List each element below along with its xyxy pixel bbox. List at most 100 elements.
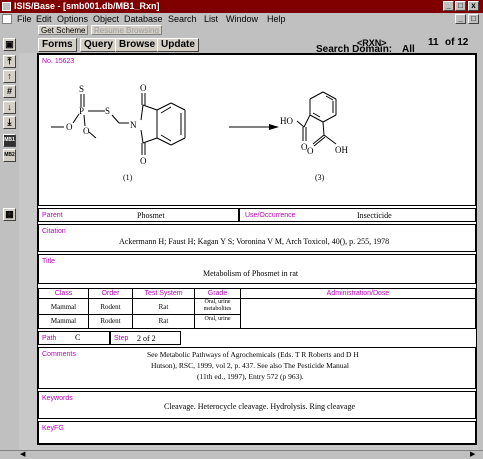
search-domain-value[interactable]: All [402, 44, 415, 55]
menu-edit[interactable]: Edit [36, 14, 52, 24]
menu-file[interactable]: File [17, 14, 32, 24]
record-position: 11 [428, 37, 439, 48]
scroll-left-icon[interactable]: ◀ [20, 451, 26, 458]
table-cell-test-system: Rat [158, 317, 169, 325]
table-cell-test-system: Rat [158, 303, 169, 311]
table-cell-grade: Oral, urine [204, 316, 231, 322]
minimize-button[interactable]: _ [443, 1, 454, 11]
table-header-order: Order [101, 290, 120, 297]
rxn-indicator: <RXN> [357, 38, 387, 48]
atom-p: P [79, 106, 84, 116]
keywords-value: Cleavage. Heterocycle cleavage. Hydrolys… [164, 402, 356, 411]
menu-list[interactable]: List [204, 14, 219, 24]
reaction-structure-field[interactable]: No. 15623 [38, 54, 476, 206]
keywords-label: Keywords [42, 395, 73, 402]
mdi-restore-button[interactable]: □ [468, 14, 479, 24]
mb2-button[interactable]: MB2 [3, 149, 16, 162]
atom-n: N [130, 120, 137, 130]
table-cell-order: Rodent [100, 317, 121, 325]
atom-o-methoxy: O [83, 126, 90, 136]
restore-button[interactable]: □ [455, 1, 466, 11]
parent-field[interactable]: Parent Phosmet [38, 208, 239, 222]
atom-o-acid2: O [307, 146, 314, 156]
table-row-divider [39, 314, 240, 315]
menu-database[interactable]: Database [124, 14, 163, 24]
table-header-class: Class [54, 290, 73, 297]
search-domain-label: Search Domain: [316, 44, 393, 55]
table-header-test-system: Test System [144, 290, 183, 297]
path-value: C [75, 333, 81, 342]
use-occurrence-field[interactable]: Use/Occurrence Insecticide [239, 208, 476, 222]
comments-field[interactable]: Comments See Metabolic Pathways of Agroc… [38, 347, 476, 389]
mb1-button[interactable]: MB1 [3, 134, 16, 147]
citation-value: Ackermann H; Faust H; Kagan Y S; Voronin… [119, 237, 390, 246]
table-view-icon[interactable]: ▦ [3, 208, 16, 221]
test-system-table[interactable]: Class Order Test System Grade Administra… [38, 288, 476, 329]
table-cell-class: Mammal [50, 317, 77, 325]
keyfg-field[interactable]: KeyFG [38, 421, 476, 444]
use-occurrence-value: Insecticide [357, 211, 392, 220]
citation-field[interactable]: Citation Ackermann H; Faust H; Kagan Y S… [38, 224, 476, 252]
document-icon[interactable] [2, 14, 12, 24]
atom-s-link: S [105, 106, 110, 116]
reactant-label: (1) [123, 173, 133, 182]
step-value: 2 of 2 [137, 334, 156, 343]
previous-record-icon[interactable]: ↑ [3, 70, 16, 83]
step-field[interactable]: Step 2 of 2 [110, 331, 181, 345]
scroll-right-icon[interactable]: ▶ [470, 451, 476, 458]
title-label: Title [42, 258, 55, 265]
next-record-icon[interactable]: ↓ [3, 101, 16, 114]
first-record-icon[interactable]: ⤒ [3, 55, 16, 68]
path-field[interactable]: Path C [38, 331, 110, 345]
table-cell-grade: Oral, urine metabolites [203, 299, 232, 312]
record-total: of 12 [445, 37, 469, 48]
browse-button[interactable]: Browse [115, 38, 160, 52]
goto-record-icon[interactable]: # [3, 85, 16, 98]
app-icon[interactable] [2, 2, 11, 11]
keywords-field[interactable]: Keywords Cleavage. Heterocycle cleavage.… [38, 391, 476, 419]
menu-window[interactable]: Window [226, 14, 259, 24]
atom-oh: OH [335, 145, 348, 155]
title-value: Metabolism of Phosmet in rat [203, 269, 299, 278]
comments-line-2: Hutson), RSC, 1999, vol 2, p. 437. See a… [151, 361, 349, 370]
table-cell-order: Rodent [100, 303, 121, 311]
record-form: No. 15623 [37, 53, 477, 445]
reaction-scheme: S P S O O N O O HO O O OH (1) (3) [51, 83, 348, 182]
parent-value: Phosmet [137, 211, 165, 220]
title-field[interactable]: Title Metabolism of Phosmet in rat [38, 254, 476, 284]
form-view-icon[interactable]: ▣ [3, 38, 16, 51]
query-button[interactable]: Query [80, 38, 117, 52]
table-header-grade: Grade [207, 290, 228, 297]
product-label: (3) [315, 173, 325, 182]
table-column-divider [240, 289, 241, 328]
table-header-dose: Administration/Dose [326, 290, 390, 297]
menu-bar: File Edit Options Object Database Search… [0, 13, 483, 25]
menu-help[interactable]: Help [267, 14, 286, 24]
citation-label: Citation [42, 228, 66, 235]
left-toolbar: ⤒ ↑ # ↓ ⤓ MB1 MB2 ▦ [0, 53, 19, 450]
atom-o-imide-top: O [140, 83, 147, 93]
title-bar: ISIS/Base - [smb001.db/MB1_Rxn] _ □ x [0, 0, 483, 13]
menu-search[interactable]: Search [168, 14, 197, 24]
update-button[interactable]: Update [157, 38, 199, 52]
form-toolbar: Get Scheme Resume Browsing ▣ Forms Query… [0, 25, 483, 55]
get-scheme-button[interactable]: Get Scheme [38, 25, 89, 35]
atom-o-left: O [66, 122, 73, 132]
path-label: Path [42, 335, 57, 342]
window-title: ISIS/Base - [smb001.db/MB1_Rxn] [14, 1, 160, 11]
forms-button[interactable]: Forms [38, 38, 77, 52]
comments-label: Comments [42, 351, 76, 358]
atom-o-imide-bottom: O [140, 156, 147, 166]
horizontal-scrollbar[interactable]: ◀ ▶ [0, 450, 483, 459]
table-column-divider [88, 289, 89, 328]
menu-options[interactable]: Options [57, 14, 89, 24]
table-column-divider [194, 289, 195, 328]
last-record-icon[interactable]: ⤓ [3, 116, 16, 129]
step-label: Step [114, 335, 129, 342]
resume-browsing-button[interactable]: Resume Browsing [91, 25, 162, 35]
menu-object[interactable]: Object [93, 14, 120, 24]
atom-o-acid1: O [301, 142, 308, 152]
comments-line-3: (11th ed., 1997), Entry 572 (p 963). [197, 372, 304, 381]
close-button[interactable]: x [468, 1, 479, 11]
mdi-minimize-button[interactable]: _ [455, 14, 466, 24]
